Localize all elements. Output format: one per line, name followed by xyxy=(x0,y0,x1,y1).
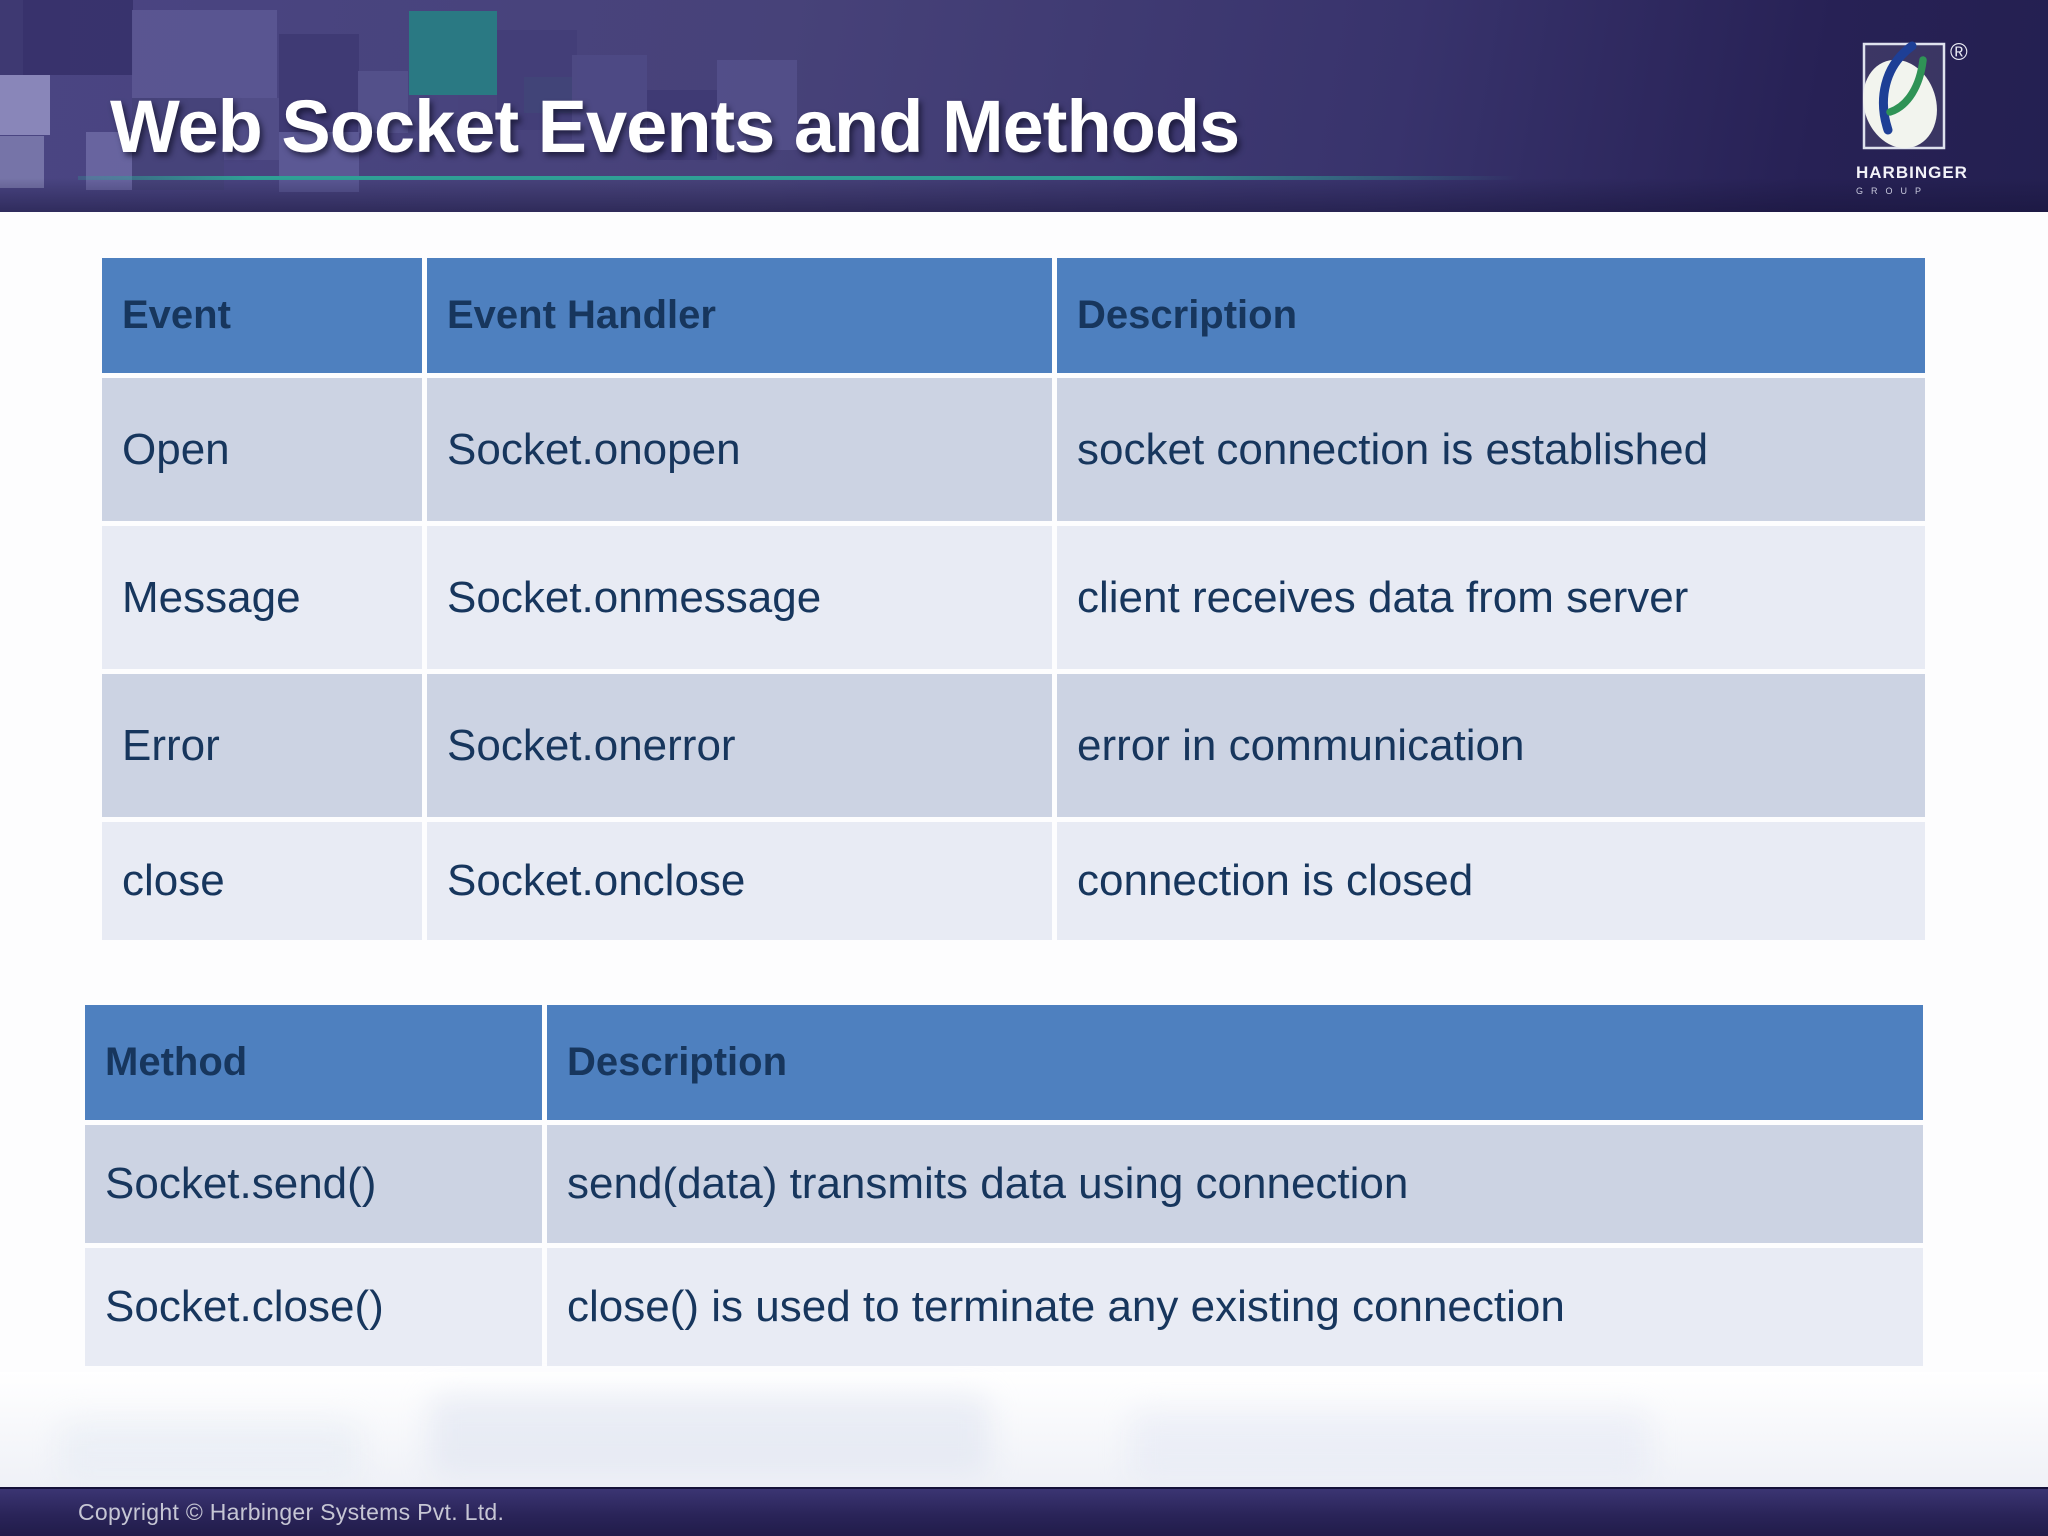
logo-name: HARBINGER xyxy=(1856,163,1968,182)
haze-shape xyxy=(60,1420,360,1480)
column-header: Description xyxy=(547,1005,1923,1120)
mosaic-tile xyxy=(132,10,277,98)
column-header: Event Handler xyxy=(427,258,1052,373)
column-header: Description xyxy=(1057,258,1925,373)
haze-shape xyxy=(1130,1410,1650,1480)
mosaic-tile xyxy=(358,71,408,133)
mosaic-tile xyxy=(132,98,224,190)
table-cell: client receives data from server xyxy=(1057,526,1925,669)
table-row: Socket.send()send(data) transmits data u… xyxy=(85,1125,1923,1243)
mosaic-tile xyxy=(717,60,797,150)
column-header: Method xyxy=(85,1005,542,1120)
column-header: Event xyxy=(102,258,422,373)
mosaic-tile xyxy=(224,98,279,160)
table-cell: Socket.onopen xyxy=(427,378,1052,521)
mosaic-tile xyxy=(0,136,44,188)
table-cell: Socket.close() xyxy=(85,1248,542,1366)
copyright-text: Copyright © Harbinger Systems Pvt. Ltd. xyxy=(78,1499,505,1525)
table-cell: socket connection is established xyxy=(1057,378,1925,521)
mosaic-tile xyxy=(408,95,458,155)
table-cell: Error xyxy=(102,674,422,817)
mosaic-tile xyxy=(497,30,577,130)
mosaic-tile xyxy=(0,75,50,135)
mosaic-tile xyxy=(279,34,359,132)
harbinger-logo: ® HARBINGER GROUP xyxy=(1856,28,1978,196)
table-cell: send(data) transmits data using connecti… xyxy=(547,1125,1923,1243)
table-cell: error in communication xyxy=(1057,674,1925,817)
table-cell: Socket.send() xyxy=(85,1125,542,1243)
accent-line xyxy=(78,176,1518,180)
mosaic-tile xyxy=(23,0,133,75)
mosaic-tile xyxy=(572,55,647,140)
title-bar: Web Socket Events and Methods xyxy=(0,0,2048,212)
table-cell: Open xyxy=(102,378,422,521)
bottom-haze xyxy=(0,1372,2048,1487)
registered-mark: ® xyxy=(1950,39,1968,66)
mosaic-tile xyxy=(409,11,497,95)
harbinger-logo-icon: ® xyxy=(1862,39,1968,150)
table-cell: Socket.onmessage xyxy=(427,526,1052,669)
table-cell: close xyxy=(102,822,422,940)
table-cell: close() is used to terminate any existin… xyxy=(547,1248,1923,1366)
table-cell: Socket.onclose xyxy=(427,822,1052,940)
mosaic-tile xyxy=(647,90,717,160)
footer-bar: Copyright © Harbinger Systems Pvt. Ltd. xyxy=(0,1487,2048,1536)
table-cell: Socket.onerror xyxy=(427,674,1052,817)
table-cell: connection is closed xyxy=(1057,822,1925,940)
logo-group: GROUP xyxy=(1856,186,1930,196)
haze-shape xyxy=(430,1395,990,1475)
table-cell: Message xyxy=(102,526,422,669)
table-row: Socket.close()close() is used to termina… xyxy=(85,1248,1923,1366)
page-title: Web Socket Events and Methods xyxy=(110,85,1240,168)
